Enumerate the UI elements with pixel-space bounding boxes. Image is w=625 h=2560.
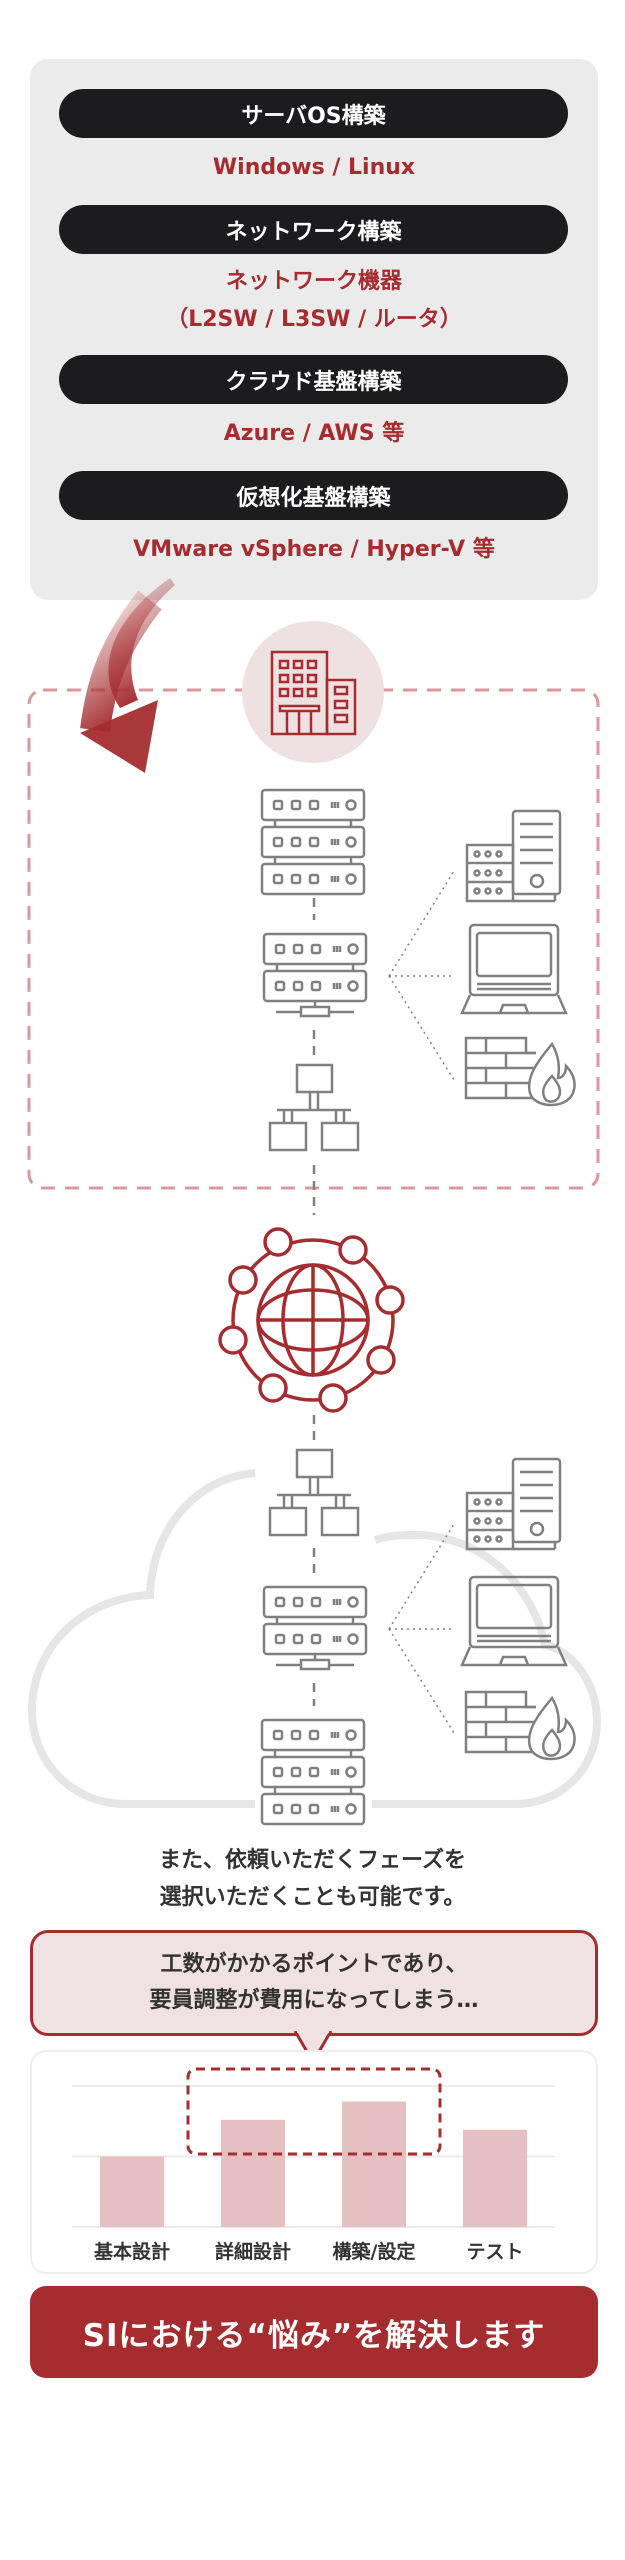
server-icon xyxy=(262,1585,368,1671)
network-node-icon xyxy=(228,1265,258,1295)
service-detail-virtualization: VMware vSphere / Hyper-V 等 xyxy=(133,537,495,562)
bar-2 xyxy=(221,2119,285,2227)
x-tick-label: 詳細設計 xyxy=(215,2240,291,2263)
cta-banner[interactable]: SIにおける“悩み”を解決します xyxy=(30,2286,598,2378)
network-node-icon xyxy=(338,1235,368,1265)
network-node-icon xyxy=(258,1373,288,1403)
server-rack-icon xyxy=(260,788,366,896)
service-detail-cloud: Azure / AWS 等 xyxy=(223,421,405,446)
pain-point-callout: 工数がかかるポイントであり、 要員調整が費用になってしまう… xyxy=(30,1930,598,2036)
phase-selection-note: また、依頼いただくフェーズを 選択いただくことも可能です。 xyxy=(0,1842,625,1916)
x-tick-label: 基本設計 xyxy=(93,2240,170,2263)
note-line-1: また、依頼いただくフェーズを xyxy=(159,1848,466,1873)
service-title-network: ネットワーク構築 xyxy=(59,205,568,254)
dotted-connector xyxy=(388,1523,455,1734)
network-node-icon xyxy=(318,1383,348,1413)
service-detail-network-1: ネットワーク機器 xyxy=(225,269,402,294)
server-rack-icon xyxy=(260,1718,366,1826)
building-icon xyxy=(242,621,384,763)
server-icon xyxy=(262,932,368,1018)
laptop-icon xyxy=(460,923,568,1015)
network-node-icon xyxy=(375,1285,405,1315)
network-node-icon xyxy=(218,1325,248,1355)
onpremise-boundary xyxy=(27,688,600,1190)
bar-4 xyxy=(463,2129,527,2227)
network-node-icon xyxy=(366,1345,396,1375)
service-title-cloud: クラウド基盤構築 xyxy=(59,355,568,404)
tower-server-icon xyxy=(465,809,562,903)
service-title-server-os: サーバOS構築 xyxy=(59,89,568,138)
x-tick-label: 構築/設定 xyxy=(333,2240,416,2263)
infrastructure-diagram xyxy=(27,578,602,1826)
bar-1 xyxy=(100,2156,164,2227)
network-switch-icon xyxy=(268,1063,360,1152)
x-tick-label: テスト xyxy=(466,2241,523,2263)
curved-arrow-icon xyxy=(80,578,175,773)
bar-3 xyxy=(342,2101,406,2227)
callout-line-2: 要員調整が費用になってしまう… xyxy=(149,1988,479,2013)
globe-network-icon xyxy=(218,1227,405,1413)
note-line-2: 選択いただくことも可能です。 xyxy=(159,1885,466,1910)
tower-server-icon xyxy=(465,1457,562,1551)
callout-line-1: 工数がかかるポイントであり、 xyxy=(160,1952,468,1977)
network-switch-icon xyxy=(268,1448,360,1537)
cloud-icon xyxy=(27,1469,602,1808)
effort-bar-chart: 基本設計 詳細設計 構築/設定 テスト xyxy=(72,2067,555,2263)
dotted-connector xyxy=(388,870,455,1081)
firewall-icon xyxy=(464,1690,576,1761)
service-title-virtualization: 仮想化基盤構築 xyxy=(59,471,568,520)
service-detail-network-2: （L2SW / L3SW / ルータ） xyxy=(166,307,462,332)
laptop-icon xyxy=(460,1575,568,1667)
firewall-icon xyxy=(464,1036,576,1107)
service-detail-server-os: Windows / Linux xyxy=(212,155,416,180)
network-node-icon xyxy=(263,1227,293,1257)
